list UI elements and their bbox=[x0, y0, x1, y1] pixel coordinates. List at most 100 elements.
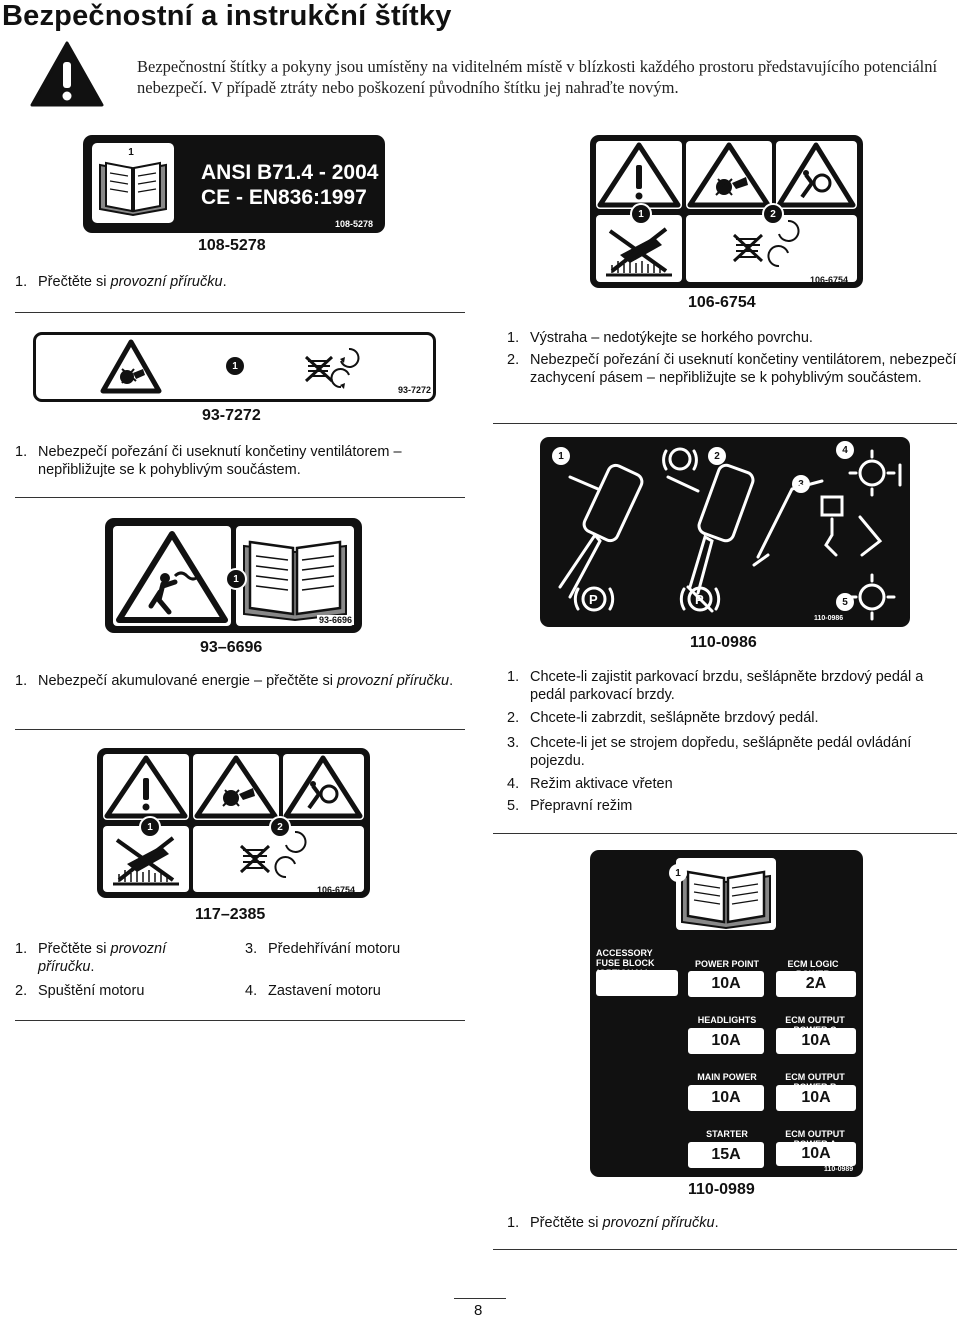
decal-small-code: 106-6754 bbox=[810, 275, 849, 285]
fan-hazard-panel bbox=[686, 141, 772, 209]
decal-110-0986: 1 2 3 4 5 bbox=[540, 437, 910, 627]
divider bbox=[493, 1249, 957, 1250]
list-item: 2. Chcete-li zabrzdit, sešlápněte brzdov… bbox=[507, 710, 819, 726]
fan-hazard-panel bbox=[193, 754, 279, 820]
list-item: 1. Nebezpečí akumulované energie – přečt… bbox=[15, 673, 454, 689]
page-title: Bezpečnostní a instrukční štítky bbox=[2, 0, 452, 32]
fan-hazard-triangle-icon bbox=[687, 142, 771, 208]
svg-text:P: P bbox=[589, 592, 598, 607]
keep-away-fan-icon bbox=[239, 830, 307, 879]
list-item: 2. Spuštění motoru bbox=[15, 983, 145, 999]
fuse-value: 10A bbox=[688, 1028, 764, 1054]
manual-panel bbox=[676, 858, 776, 930]
decal-code: 93-7272 bbox=[202, 407, 261, 424]
manual-book-icon bbox=[243, 540, 347, 622]
pedal-diagram-icon: P P bbox=[558, 447, 902, 621]
hot-surface-icon bbox=[606, 227, 672, 277]
list-item: 3. Předehřívání motoru bbox=[245, 941, 401, 957]
manual-panel bbox=[236, 526, 354, 626]
callout-badge: 1 bbox=[630, 203, 652, 225]
callout-badge: 2 bbox=[762, 203, 784, 225]
fan-hazard-triangle-icon bbox=[100, 339, 162, 395]
standard-line-2: CE - EN836:1997 bbox=[201, 186, 367, 209]
list-item: 1. Přečtěte si provozní příručku. bbox=[15, 274, 227, 290]
decal-code: 108-5278 bbox=[198, 237, 266, 254]
fuse-slot-empty bbox=[596, 970, 678, 996]
stored-energy-panel bbox=[113, 526, 231, 626]
callout-badge: 1 bbox=[226, 357, 244, 375]
list-item: 3. Chcete-li jet se strojem dopředu, seš… bbox=[507, 735, 912, 769]
decal-106-6754: 1 2 106-6754 bbox=[590, 135, 863, 288]
callout-badge: 2 bbox=[708, 447, 726, 465]
list-item: 1. Chcete-li zajistit parkovací brzdu, s… bbox=[507, 669, 924, 703]
list-item: 4. Režim aktivace vřeten bbox=[507, 776, 673, 792]
fuse-value: 10A bbox=[776, 1085, 856, 1111]
decal-108-5278: 1 ANSI B71.4 - 2004 CE - EN836:1997 108-… bbox=[83, 135, 385, 233]
warning-triangle-icon bbox=[104, 755, 188, 819]
fuse-value: 15A bbox=[688, 1142, 764, 1168]
decal-110-0989: 1 ACCESSORY FUSE BLOCK (OPTIONAL) POWER … bbox=[590, 850, 863, 1177]
intro-text: Bezpečnostní štítky a pokyny jsou umístě… bbox=[137, 57, 938, 97]
divider bbox=[15, 729, 465, 730]
decal-93-6696: 1 93-6696 bbox=[105, 518, 362, 633]
page-number: 8 bbox=[474, 1302, 483, 1319]
callout-badge: 1 bbox=[122, 143, 140, 161]
callout-badge: 1 bbox=[225, 568, 247, 590]
decal-small-code: 106-6754 bbox=[317, 885, 356, 895]
decal-small-code: 110-0989 bbox=[824, 1166, 854, 1173]
hot-surface-panel bbox=[596, 215, 682, 282]
keep-away-fan-icon bbox=[732, 219, 800, 268]
belt-hazard-panel bbox=[776, 141, 857, 209]
divider bbox=[493, 423, 957, 424]
fuse-label: POWER POINT bbox=[694, 959, 759, 969]
decal-code: 93–6696 bbox=[200, 639, 263, 656]
stored-energy-triangle-icon bbox=[116, 531, 228, 623]
fuse-label: HEADLIGHTS bbox=[697, 1015, 757, 1025]
list-item: 1. Nebezpečí pořezání či useknutí končet… bbox=[15, 444, 402, 478]
callout-badge: 2 bbox=[269, 816, 291, 838]
divider bbox=[15, 1020, 465, 1021]
decal-small-code: 93-6696 bbox=[317, 615, 355, 625]
footer-rule bbox=[454, 1298, 506, 1299]
decal-93-7272: 1 93-7272 bbox=[33, 332, 436, 402]
fuse-value: 2A bbox=[776, 971, 856, 997]
keep-away-fan-panel bbox=[686, 215, 857, 282]
callout-badge: 1 bbox=[669, 864, 687, 882]
callout-badge: 4 bbox=[836, 441, 854, 459]
divider bbox=[15, 312, 465, 313]
belt-entanglement-triangle-icon bbox=[776, 142, 856, 208]
decal-code: 106-6754 bbox=[688, 294, 756, 311]
standard-line-1: ANSI B71.4 - 2004 bbox=[201, 161, 379, 184]
list-item: 4. Zastavení motoru bbox=[245, 983, 381, 999]
decal-117-2385: 1 2 106-6754 bbox=[97, 748, 370, 898]
divider bbox=[493, 833, 957, 834]
callout-badge: 1 bbox=[552, 447, 570, 465]
list-item: 2. Nebezpečí pořezání či useknutí končet… bbox=[507, 352, 957, 386]
list-item: 1. Přečtěte si provozní příručku. bbox=[15, 941, 167, 975]
decal-small-code: 93-7272 bbox=[398, 385, 432, 395]
decal-small-code: 108-5278 bbox=[335, 219, 374, 229]
belt-entanglement-triangle-icon bbox=[283, 755, 363, 819]
list-item: 1. Výstraha – nedotýkejte se horkého pov… bbox=[507, 330, 813, 346]
keep-away-fan-icon bbox=[304, 341, 364, 397]
list-item: 1. Přečtěte si provozní příručku. bbox=[507, 1215, 719, 1231]
fuse-value: 10A bbox=[776, 1028, 856, 1054]
manual-book-icon bbox=[681, 870, 771, 930]
warning-triangle-icon bbox=[30, 40, 104, 108]
fuse-value: 10A bbox=[776, 1142, 856, 1166]
decal-small-code: 110-0986 bbox=[814, 615, 844, 622]
callout-badge: 1 bbox=[139, 816, 161, 838]
fuse-value: 10A bbox=[688, 1085, 764, 1111]
warning-triangle-icon bbox=[597, 142, 681, 208]
list-item: 5. Přepravní režim bbox=[507, 798, 633, 814]
decal-code: 110-0989 bbox=[688, 1181, 755, 1198]
belt-hazard-panel bbox=[283, 754, 364, 820]
warning-panel bbox=[596, 141, 682, 209]
svg-text:P: P bbox=[695, 592, 704, 607]
warning-panel bbox=[103, 754, 189, 820]
decal-code: 110-0986 bbox=[690, 634, 757, 651]
hot-surface-icon bbox=[113, 836, 179, 886]
divider bbox=[15, 497, 465, 498]
decal-code: 117–2385 bbox=[195, 906, 266, 923]
fuse-label: MAIN POWER bbox=[697, 1072, 757, 1082]
